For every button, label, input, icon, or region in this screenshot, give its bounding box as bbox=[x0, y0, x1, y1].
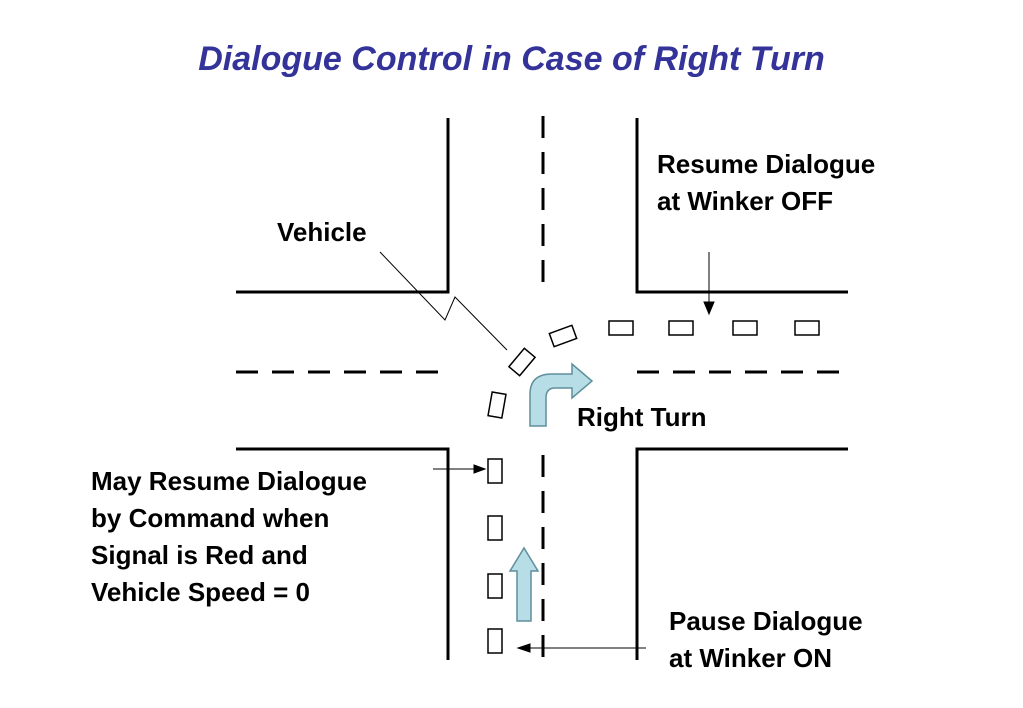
resume-off-label: Resume Dialogue at Winker OFF bbox=[657, 146, 875, 220]
vehicle-label: Vehicle bbox=[277, 217, 367, 247]
right-turn-arrow-icon bbox=[529, 362, 594, 427]
vehicle-box bbox=[794, 320, 820, 336]
may-resume-line-3: Signal is Red and bbox=[91, 540, 308, 570]
diagram-title: Dialogue Control in Case of Right Turn bbox=[198, 40, 825, 78]
may-resume-line-1: May Resume Dialogue bbox=[91, 466, 367, 496]
road-edge-bottom-right bbox=[635, 447, 848, 660]
vehicle-box bbox=[487, 458, 503, 484]
pause-on-arrowhead bbox=[516, 643, 531, 653]
vehicle-path bbox=[487, 320, 820, 654]
may-resume-line-4: Vehicle Speed = 0 bbox=[91, 577, 310, 607]
vehicle-box bbox=[487, 628, 503, 654]
road-edge-bottom-left bbox=[236, 447, 450, 660]
vehicle-box bbox=[732, 320, 758, 336]
vehicle-box bbox=[608, 320, 634, 336]
right-turn-label: Right Turn bbox=[577, 402, 707, 432]
callouts bbox=[379, 251, 715, 653]
may-resume-line-2: by Command when bbox=[91, 503, 330, 533]
resume-off-arrowhead bbox=[703, 301, 715, 316]
vehicle-box bbox=[507, 347, 537, 377]
vehicle-callout-line bbox=[379, 251, 508, 351]
road-edges bbox=[236, 118, 848, 660]
vehicle-box bbox=[668, 320, 694, 336]
lane-markings bbox=[236, 116, 848, 662]
vehicle-box bbox=[487, 515, 503, 541]
resume-off-line-2: at Winker OFF bbox=[657, 186, 834, 216]
pause-on-line-2: at Winker ON bbox=[669, 643, 833, 673]
pause-on-label: Pause Dialogue at Winker ON bbox=[669, 603, 863, 677]
vehicle-box bbox=[487, 391, 507, 419]
road-edge-top-left bbox=[236, 118, 450, 294]
vehicle-box bbox=[487, 573, 503, 599]
road-edge-top-right bbox=[635, 118, 848, 294]
vehicle-box bbox=[548, 324, 578, 348]
resume-off-line-1: Resume Dialogue bbox=[657, 149, 876, 179]
may-resume-arrowhead bbox=[473, 464, 487, 474]
straight-arrow-icon bbox=[508, 546, 540, 622]
may-resume-label: May Resume Dialogue by Command when Sign… bbox=[91, 463, 367, 611]
pause-on-line-1: Pause Dialogue bbox=[669, 606, 863, 636]
